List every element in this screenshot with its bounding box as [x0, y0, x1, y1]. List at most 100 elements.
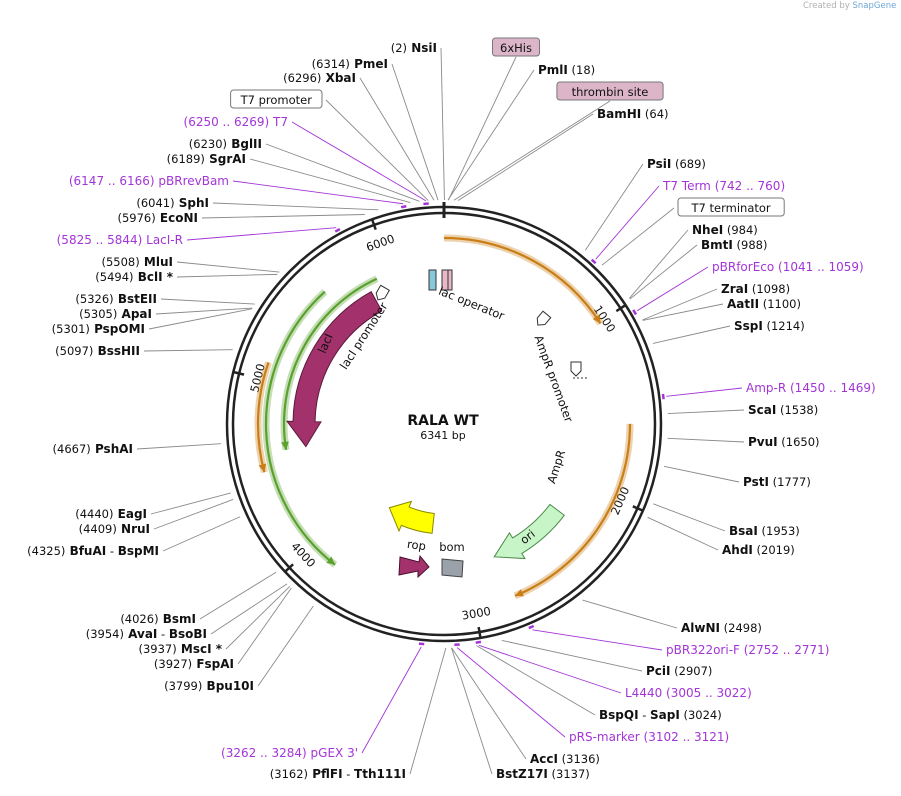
- site-label-eagi-part-0: (4440): [75, 507, 113, 521]
- leader-avai: [210, 583, 288, 635]
- site-label-pmli-part-1: (18): [568, 63, 595, 77]
- site-label-prs-marker: pRS-marker (3102 .. 3121): [569, 730, 729, 744]
- site-label-nsii-part-0: (2): [391, 41, 407, 55]
- leader-zrai: [642, 288, 718, 321]
- label-6xhis: 6xHis: [500, 41, 532, 55]
- site-label-apai-part-1: ApaI: [117, 307, 152, 321]
- site-label-sphi: (6041) SphI: [136, 196, 209, 210]
- site-label-t7-term: T7 Term (742 .. 760): [662, 179, 785, 193]
- site-label-avai-part-2: -: [157, 627, 168, 641]
- leader-laci-r: [186, 227, 337, 241]
- leader-bspqi: [476, 645, 596, 716]
- site-label-pbr322ori-f-part-1: (2752 .. 2771): [740, 643, 830, 657]
- label-t7-terminator: T7 terminator: [691, 201, 771, 215]
- site-label-pbrforeco: pBRforEco (1041 .. 1059): [712, 260, 864, 274]
- leader-pmli: [447, 69, 535, 201]
- site-label-bsshii: (5097) BssHII: [55, 344, 140, 358]
- leader-lines: [136, 47, 745, 775]
- site-label-pbrforeco-part-0: pBRforEco: [712, 260, 774, 274]
- site-label-pmei: (6314) PmeI: [312, 57, 388, 71]
- site-label-sgrai-part-0: (6189): [167, 152, 205, 166]
- site-label-sphi-part-1: SphI: [175, 196, 209, 210]
- site-label-bsmi-part-1: BsmI: [159, 612, 196, 626]
- tick-mark-5000: [233, 371, 245, 376]
- leader-pshai: [136, 443, 221, 450]
- feature-laci: [286, 291, 383, 448]
- site-label-bsai: BsaI (1953): [729, 524, 800, 538]
- orange-arc-top: [443, 234, 604, 326]
- site-label-acci: AccI (3136): [530, 752, 600, 766]
- site-label-avai-part-1: AvaI: [124, 627, 157, 641]
- leader-psii: [584, 163, 644, 251]
- label-lac-operator: lac operator: [437, 284, 507, 323]
- tick-label-3000: 3000: [461, 604, 492, 623]
- site-label-bspqi-part-1: -: [639, 708, 650, 722]
- site-label-bfuai: (4325) BfuAI - BspMI: [27, 544, 159, 558]
- plasmid-name: RALA WT: [407, 413, 479, 429]
- site-label-aatii-part-1: (1100): [759, 297, 801, 311]
- site-label-bsteii-part-0: (5326): [75, 292, 113, 306]
- site-label-scai-part-0: ScaI: [748, 403, 776, 417]
- leader-scai: [667, 409, 745, 414]
- primer-mark-laci-r: [334, 227, 341, 233]
- feature-ampr: [493, 503, 565, 560]
- leader-sspi: [652, 325, 731, 344]
- primer-mark-l4440: [475, 640, 482, 644]
- leader-pmei: [391, 63, 439, 201]
- leader-pspomi: [148, 308, 252, 330]
- feature-ampr-promoter-box: [570, 361, 582, 377]
- site-label-econi-part-1: EcoNI: [156, 211, 198, 225]
- leader-xbai: [359, 77, 435, 201]
- tick-mark-6000: [371, 219, 377, 231]
- label-box-t7-terminator: [677, 197, 785, 217]
- green-arc-left-outer-arrowhead: [326, 556, 336, 565]
- site-label-l4440-part-0: L4440: [625, 686, 662, 700]
- leader-bcli: [176, 273, 278, 278]
- site-label-msci-part-1: MscI: [177, 642, 212, 656]
- site-label-bstz17i-part-0: BstZ17I: [496, 767, 548, 781]
- site-label-bsai-part-1: (1953): [758, 524, 800, 538]
- site-label-pvui-part-1: (1650): [778, 435, 820, 449]
- site-label-bglii-part-1: BglII: [227, 137, 262, 151]
- site-label-psii-part-1: (689): [671, 157, 706, 171]
- site-label-bamhi-part-0: BamHI: [597, 107, 641, 121]
- site-label-pflfi-part-1: PflFI: [308, 767, 343, 781]
- leader-bglii: [265, 143, 420, 202]
- site-label-bspqi: BspQI - SapI (3024): [599, 708, 722, 722]
- site-label-laci-r-part-1: LacI-R: [142, 233, 183, 247]
- site-label-sgrai-part-1: SgrAI: [205, 152, 246, 166]
- site-label-bmti: BmtI (988): [701, 238, 767, 252]
- site-label-bamhi: BamHI (64): [597, 107, 669, 121]
- leader-bsteii: [160, 298, 255, 305]
- leader-amp-r: [666, 387, 743, 397]
- site-label-bamhi-part-1: (64): [641, 107, 668, 121]
- site-label-t7-part-0: (6250 .. 6269): [184, 115, 270, 129]
- site-label-nrui: (4409) NruI: [79, 522, 150, 536]
- leader-mlui: [176, 261, 280, 273]
- site-label-pbrrevbam-part-1: pBRrevBam: [155, 174, 229, 188]
- orange-arc-right-arrowhead: [514, 589, 524, 597]
- site-label-aatii: AatII (1100): [727, 297, 801, 311]
- site-label-pcii-part-0: PciI: [646, 664, 671, 678]
- site-label-aatii-part-0: AatII: [727, 297, 759, 311]
- leader-eagi: [150, 492, 231, 515]
- green-arc-left-outer: [262, 289, 338, 568]
- site-label-bcli-part-2: *: [163, 270, 174, 284]
- site-label-sspi: SspI (1214): [734, 319, 805, 333]
- leader-t7-terminator: [601, 207, 675, 266]
- site-label-bspqi-part-3: (3024): [680, 708, 722, 722]
- leader-apai: [155, 307, 253, 315]
- leader-bsshii: [143, 349, 233, 352]
- site-label-pbrrevbam: (6147 .. 6166) pBRrevBam: [69, 174, 229, 188]
- leader-pflfi: [409, 647, 447, 775]
- primer-mark-t7-term: [590, 258, 597, 265]
- feature-ampr-promoter-arrow: [536, 310, 552, 326]
- lac-operator-box-1: [428, 269, 437, 291]
- tick-mark-2000: [632, 505, 643, 512]
- site-label-bcli: (5494) BclI *: [95, 270, 173, 284]
- site-label-acci-part-1: (3136): [558, 752, 600, 766]
- leader-pbr322ori-f: [532, 629, 663, 651]
- leader-pvui: [667, 437, 745, 443]
- leader-bamhi: [457, 113, 594, 201]
- primer-mark-pbrforeco: [632, 309, 638, 316]
